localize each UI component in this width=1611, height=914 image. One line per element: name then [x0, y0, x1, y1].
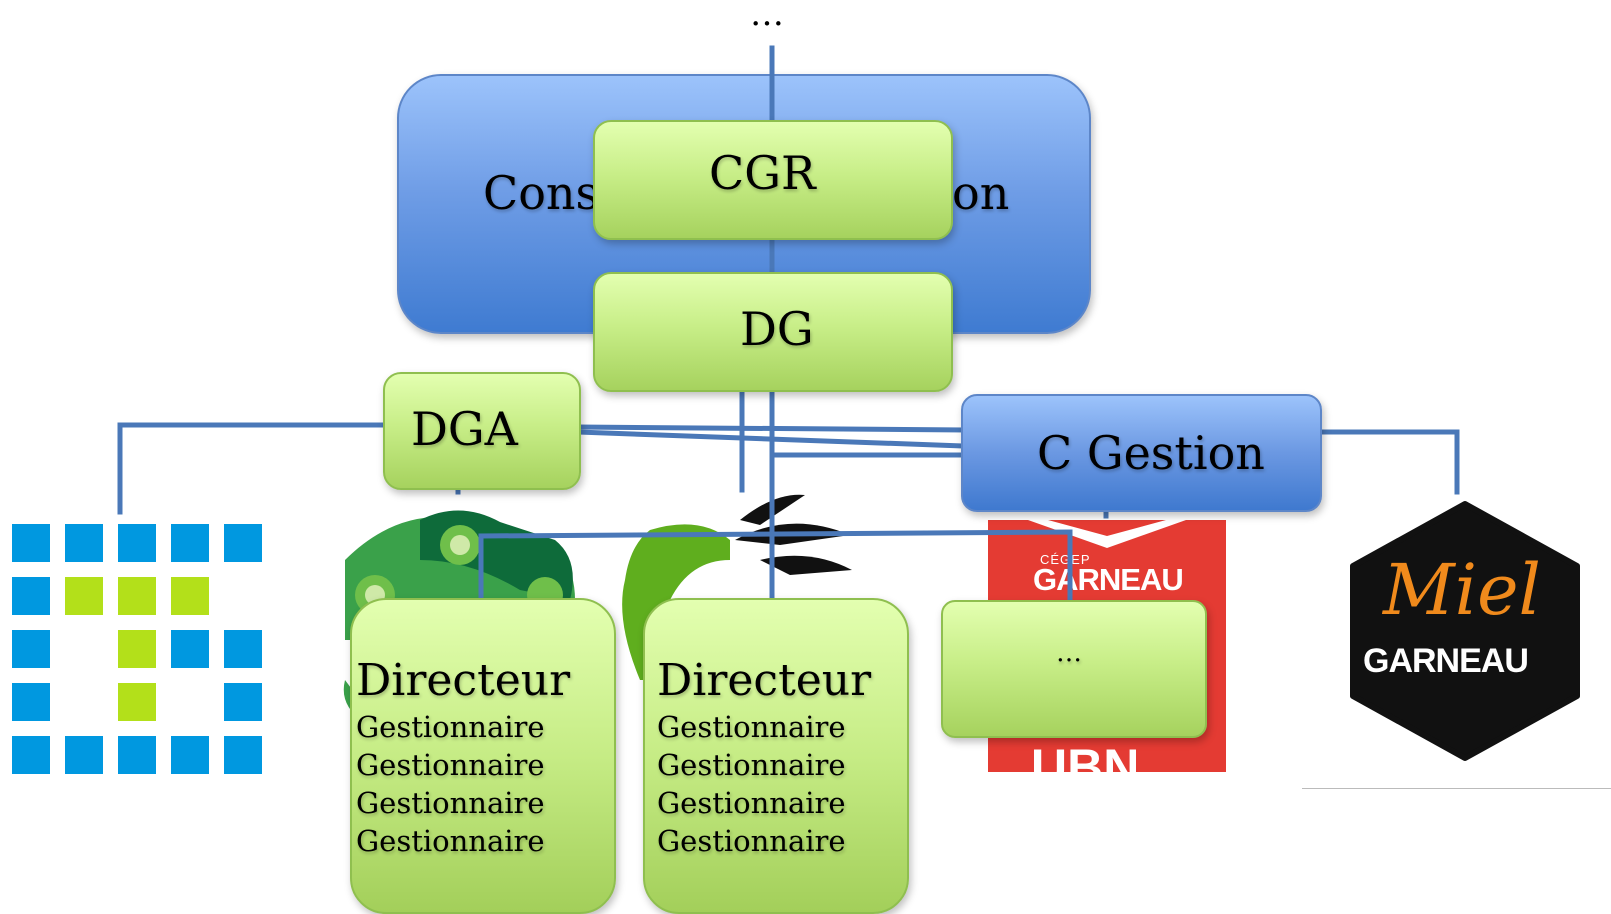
pixel-square — [65, 524, 103, 562]
manager-line: Gestionnaire — [356, 824, 545, 858]
dg-box[interactable]: DG — [593, 272, 953, 392]
chevron-icon — [1028, 520, 1186, 548]
pixel-square — [12, 577, 50, 615]
pixel-square — [12, 683, 50, 721]
pixel-square — [171, 577, 209, 615]
pixel-square — [224, 683, 262, 721]
pixel-square — [12, 630, 50, 668]
dg-label: DG — [740, 302, 814, 356]
c-gestion-box[interactable]: C Gestion — [961, 394, 1322, 512]
top-ellipsis: … — [750, 0, 784, 34]
cegep-garneau-label: GARNEAU — [1033, 562, 1184, 597]
pixel-square — [118, 524, 156, 562]
dga-box[interactable]: DGA — [383, 372, 581, 490]
pixel-square — [118, 630, 156, 668]
pixel-square — [171, 630, 209, 668]
horizontal-rule — [1302, 788, 1611, 789]
director-title: Directeur — [356, 655, 571, 706]
manager-line: Gestionnaire — [356, 710, 545, 744]
director-title: Directeur — [657, 655, 872, 706]
manager-line: Gestionnaire — [356, 786, 545, 820]
manager-line: Gestionnaire — [657, 748, 846, 782]
manager-line: Gestionnaire — [657, 710, 846, 744]
miel-label: Miel — [1383, 549, 1541, 631]
miel-garneau-label: GARNEAU — [1363, 642, 1529, 680]
dga-label: DGA — [411, 402, 518, 456]
director-box-left[interactable]: Directeur Gestionnaire Gestionnaire Gest… — [350, 598, 616, 914]
cegep-label: CÉGEP — [1040, 552, 1091, 567]
board-label-left: Cons — [483, 166, 600, 220]
pixel-square — [118, 736, 156, 774]
pixel-square — [65, 577, 103, 615]
other-unit-label: … — [1056, 638, 1082, 668]
manager-line: Gestionnaire — [657, 786, 846, 820]
manager-line: Gestionnaire — [356, 748, 545, 782]
pixel-square — [12, 736, 50, 774]
pixel-square — [12, 524, 50, 562]
miel-garneau-logo: Miel GARNEAU — [1345, 500, 1585, 762]
board-label-right: on — [952, 166, 1010, 220]
pixel-square — [118, 577, 156, 615]
pixel-square — [224, 736, 262, 774]
pixel-square — [65, 736, 103, 774]
cegep-bottom-label: UBN — [1031, 739, 1140, 772]
pixel-square — [171, 524, 209, 562]
pixel-square — [224, 630, 262, 668]
cgr-label: CGR — [709, 146, 816, 200]
pixel-square — [171, 736, 209, 774]
hexagon-icon — [1350, 501, 1580, 761]
pixel-square — [118, 683, 156, 721]
manager-line: Gestionnaire — [657, 824, 846, 858]
other-unit-box[interactable]: … — [941, 600, 1207, 738]
director-box-right[interactable]: Directeur Gestionnaire Gestionnaire Gest… — [643, 598, 909, 914]
c-gestion-label: C Gestion — [1037, 426, 1265, 480]
cgr-box[interactable]: CGR — [593, 120, 953, 240]
pixel-square — [224, 524, 262, 562]
